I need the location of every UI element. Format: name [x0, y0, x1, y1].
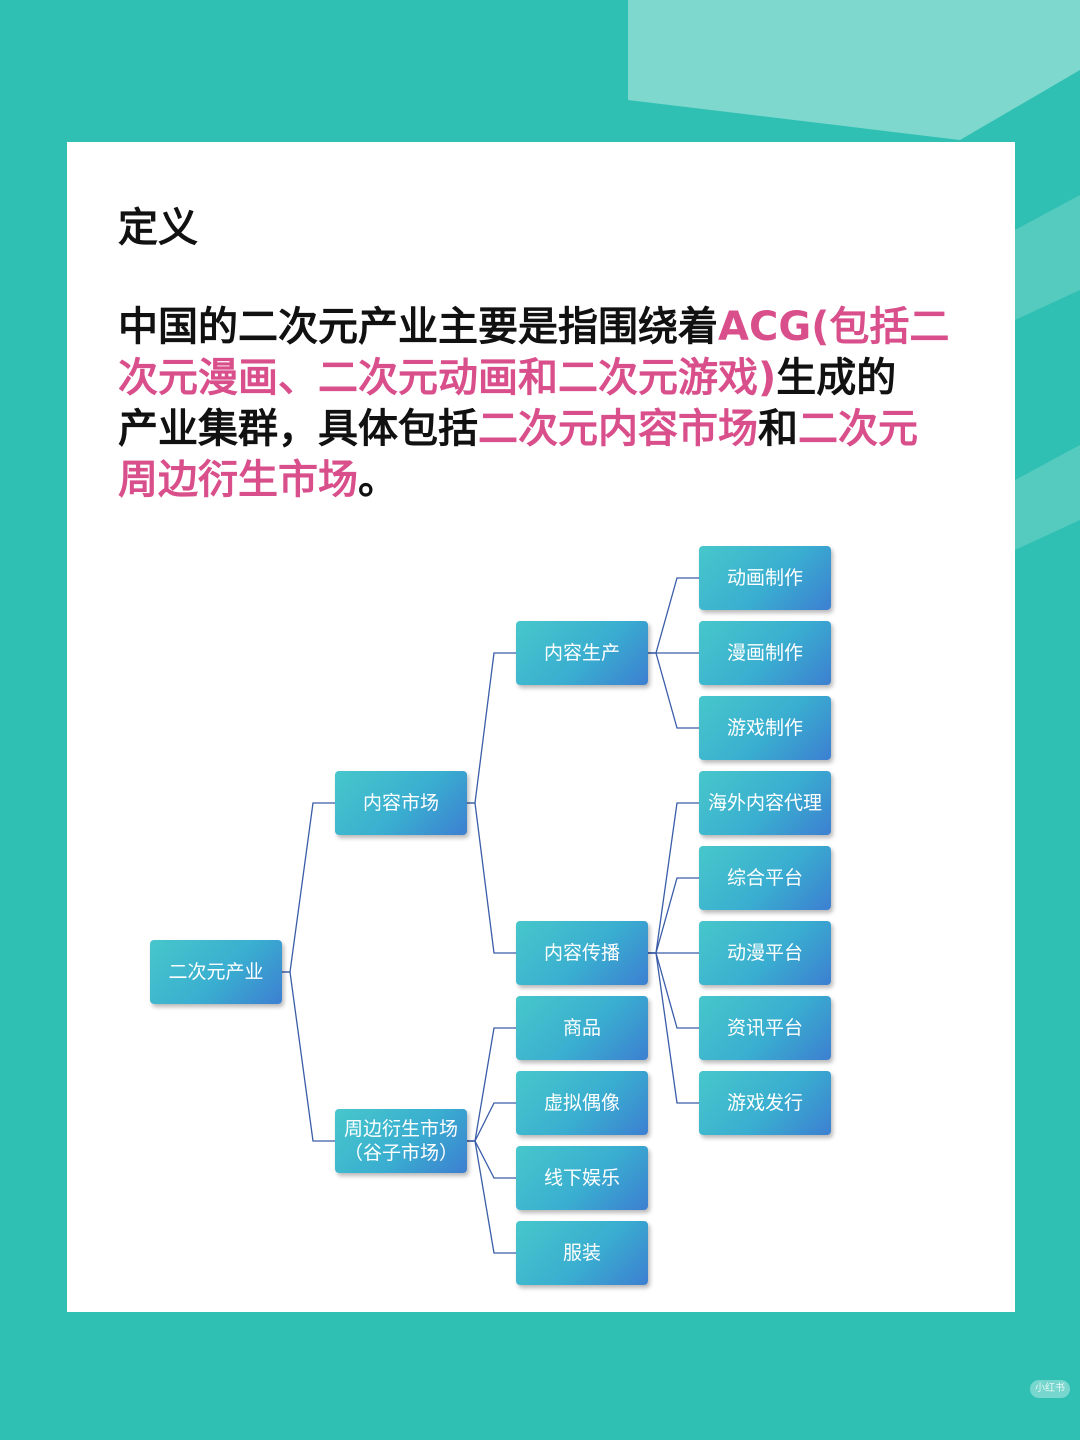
section-title: 定义 — [118, 205, 198, 251]
node-derivative-item: 商品 — [516, 996, 648, 1060]
paragraph-text: 。 — [358, 457, 398, 503]
node-content-market: 内容市场 — [335, 771, 467, 835]
definition-paragraph: 中国的二次元产业主要是指围绕着ACG(包括二次元漫画、二次元动画和二次元游戏)生… — [118, 302, 998, 506]
paragraph-line: 次元漫画、二次元动画和二次元游戏)生成的 — [118, 353, 998, 404]
node-production-item: 动画制作 — [699, 546, 831, 610]
node-distribution-item: 游戏发行 — [699, 1071, 831, 1135]
paragraph-line: 产业集群，具体包括二次元内容市场和二次元 — [118, 404, 998, 455]
paragraph-text: 和 — [758, 406, 798, 452]
paragraph-line: 周边衍生市场。 — [118, 455, 998, 506]
highlighted-text: 二次元 — [798, 406, 918, 452]
paragraph-text: 产业集群，具体包括 — [118, 406, 478, 452]
node-production-item: 游戏制作 — [699, 696, 831, 760]
node-distribution-item: 资讯平台 — [699, 996, 831, 1060]
node-derivative-item: 线下娱乐 — [516, 1146, 648, 1210]
paragraph-text: 生成的 — [776, 355, 897, 401]
node-distribution-item: 动漫平台 — [699, 921, 831, 985]
node-production-item: 漫画制作 — [699, 621, 831, 685]
watermark-badge: 小红书 — [1030, 1380, 1070, 1398]
node-root: 二次元产业 — [150, 940, 282, 1004]
paragraph-line: 中国的二次元产业主要是指围绕着ACG(包括二 — [118, 302, 998, 353]
highlighted-text: 周边衍生市场 — [118, 457, 358, 503]
paragraph-text: 中国的二次元产业主要是指围绕着 — [118, 304, 718, 350]
node-distribution-item: 综合平台 — [699, 846, 831, 910]
node-derivative-item: 服装 — [516, 1221, 648, 1285]
node-distribution-item: 海外内容代理 — [699, 771, 831, 835]
node-derivative-market: 周边衍生市场 （谷子市场） — [335, 1109, 467, 1173]
highlighted-text: ACG(包括二 — [718, 304, 950, 350]
node-content-distribution: 内容传播 — [516, 921, 648, 985]
node-derivative-item: 虚拟偶像 — [516, 1071, 648, 1135]
node-content-production: 内容生产 — [516, 621, 648, 685]
highlighted-text: 二次元内容市场 — [478, 406, 758, 452]
highlighted-text: 次元漫画、二次元动画和二次元游戏) — [118, 355, 777, 401]
